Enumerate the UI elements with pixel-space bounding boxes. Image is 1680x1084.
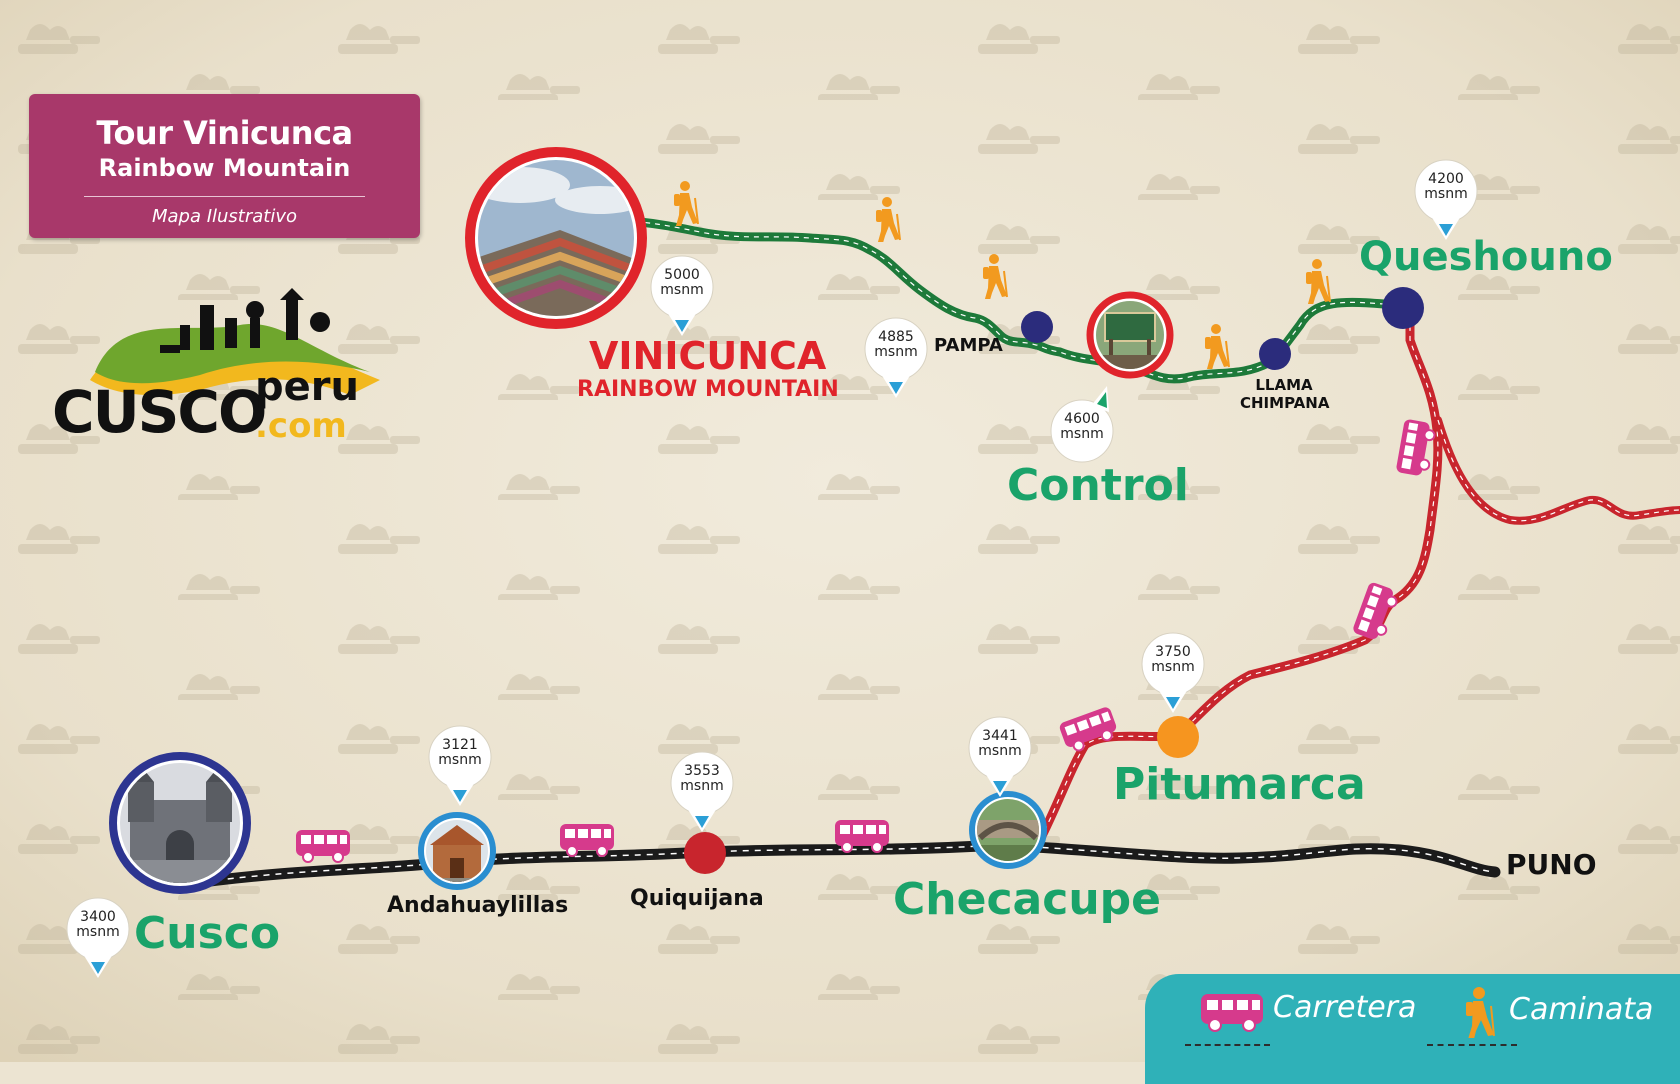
altitude-value: 4885 [878,329,914,345]
altitude-unit: msnm [1151,659,1195,675]
road-branch-east [1434,416,1680,525]
tour-subtitle: Rainbow Mountain [98,154,351,182]
pin-marker-icon [1414,159,1478,240]
hiker-icon [876,197,901,242]
label-pitumarca: Pitumarca [1113,759,1366,810]
altitude-value: 3400 [80,909,116,925]
label-llama-chimpana: LLAMA CHIMPANA [1240,376,1330,412]
altitude-value: 5000 [664,267,700,283]
altitude-unit: msnm [76,924,120,940]
altitude-value: 4600 [1064,411,1100,427]
logo-domain: .com [255,406,347,446]
pin-marker-icon [1141,632,1205,713]
hiker-icon [1466,987,1495,1038]
pin-marker-icon [1050,386,1114,463]
label-queshouno: Queshouno [1359,234,1613,280]
title-card: Tour Vinicunca Rainbow Mountain Mapa Ilu… [29,94,420,238]
hiker-icon [1306,259,1331,304]
label-vinicunca-sub: RAINBOW MOUNTAIN [577,377,839,402]
bus-icon [560,824,614,857]
quiquijana-marker [684,832,726,874]
cusco-medallion [109,752,251,894]
tour-title: Tour Vinicunca [96,114,353,152]
altitude-value: 3750 [1155,644,1191,660]
altitude-value: 4200 [1428,171,1464,187]
vinicunca-medallion [465,147,647,329]
llama-chimpana-marker [1259,338,1291,370]
altitude-unit: msnm [978,743,1022,759]
logo-mountain-icon [90,288,380,396]
altitude-unit: msnm [680,778,724,794]
logo-brand: peru [255,364,359,410]
pin-marker-icon [66,897,130,978]
bus-icon [1059,707,1117,752]
hiker-icon [983,254,1008,299]
bus-icon [835,820,889,853]
hiker-icon [1205,324,1230,369]
label-cusco: Cusco [134,908,281,959]
control-medallion [1086,291,1174,379]
altitude-unit: msnm [874,344,918,360]
bus-icon [1353,582,1398,640]
checacupe-medallion [969,791,1047,869]
pin-marker-icon [428,725,492,806]
pampa-marker [1021,311,1053,343]
bus-icon [1201,994,1263,1032]
label-pampa: PAMPA [934,335,1003,356]
label-checacupe: Checacupe [893,874,1161,925]
altitude-value: 3121 [442,737,478,753]
logo: cusco peru .com [50,280,380,465]
hiker-icon [674,181,699,226]
altitude-value: 3553 [684,763,720,779]
pin-marker-icon [650,255,714,336]
legend-road-label: Carretera [1273,990,1417,1025]
label-control: Control [1007,460,1189,511]
legend-panel: Carretera Caminata [1145,974,1680,1084]
pin-marker-icon [864,317,928,398]
label-puno: PUNO [1506,848,1597,881]
logo-wordmark: cusco [52,378,267,446]
pin-marker-icon [670,751,734,832]
altitude-unit: msnm [438,752,482,768]
pitumarca-marker [1157,716,1199,758]
label-quiquijana: Quiquijana [630,886,764,911]
altitude-unit: msnm [1424,186,1468,202]
altitude-unit: msnm [660,282,704,298]
altitude-unit: msnm [1060,426,1104,442]
label-vinicunca: VINICUNCA [589,334,827,378]
title-divider [84,196,365,197]
altitude-value: 3441 [982,728,1018,744]
legend-walk-line [1427,1044,1517,1046]
pin-marker-icon [968,716,1032,797]
route-layer [109,147,1680,894]
bus-icon [1396,419,1436,476]
label-andahuaylillas: Andahuaylillas [387,893,569,918]
queshouno-marker [1382,287,1424,329]
map-caption: Mapa Ilustrativo [151,206,298,227]
legend-road-line [1185,1044,1270,1046]
andahuaylillas-medallion [418,812,496,890]
legend-walk-label: Caminata [1509,992,1654,1027]
bus-icon [296,830,350,863]
